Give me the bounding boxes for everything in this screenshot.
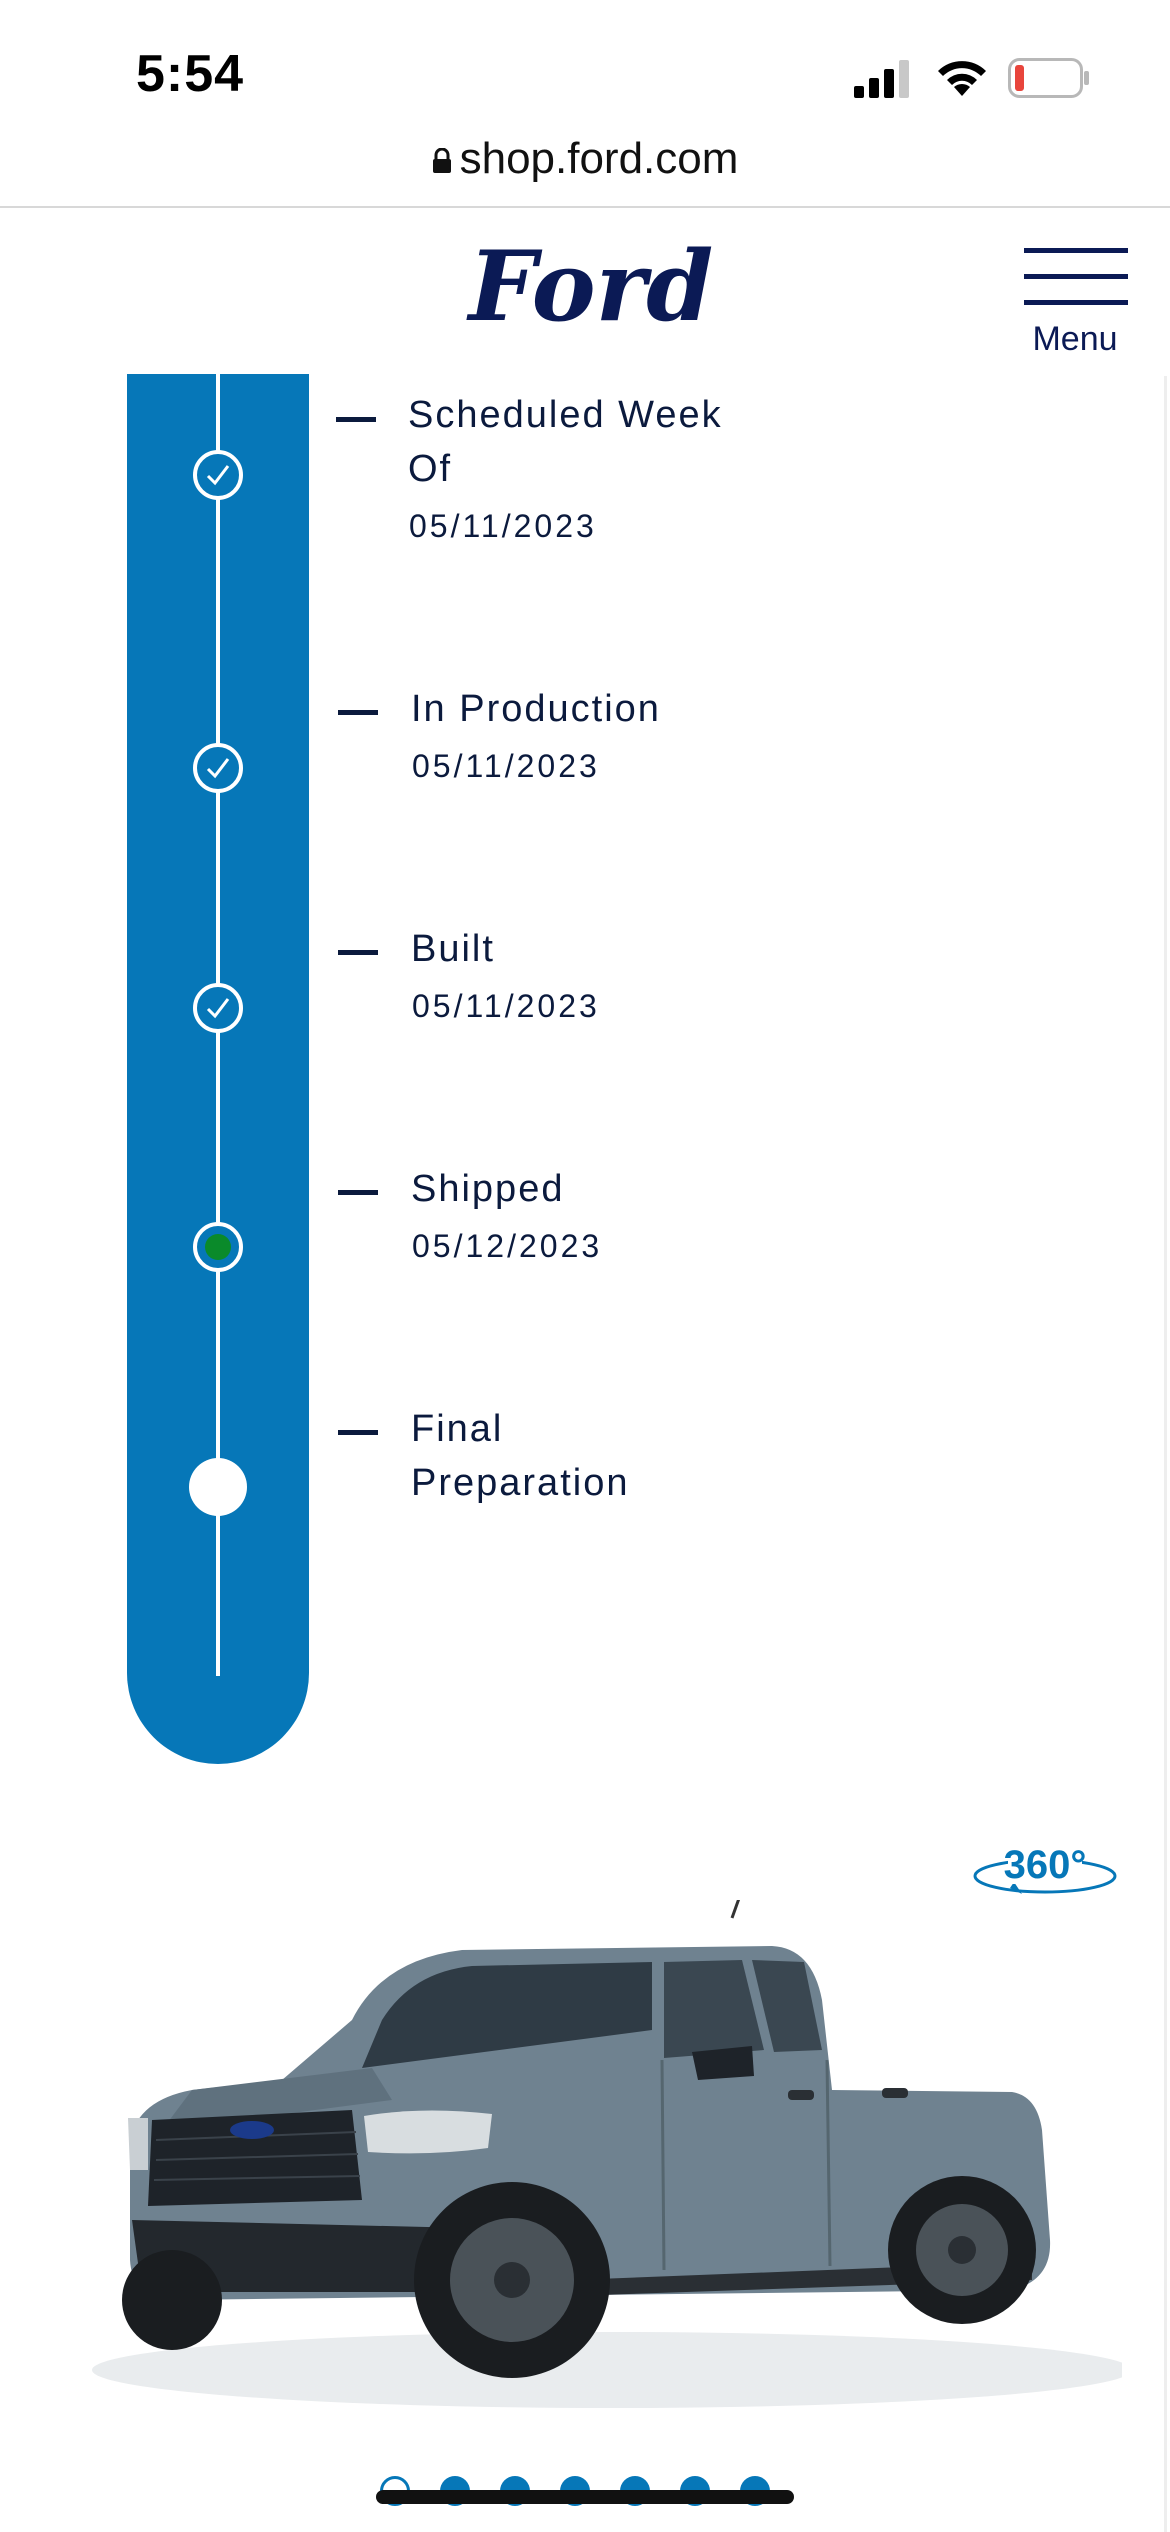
menu-icon-line xyxy=(1024,248,1128,253)
site-header: Ford Menu xyxy=(0,208,1170,376)
rotate-360-label: 360° xyxy=(1004,1843,1087,1887)
step-date: 05/11/2023 xyxy=(412,748,600,784)
page-edge xyxy=(1164,376,1167,2532)
step-dash xyxy=(338,1190,378,1195)
step-dash xyxy=(338,710,378,715)
step-label: Built xyxy=(411,928,495,970)
step-date: 05/11/2023 xyxy=(409,508,597,544)
step-complete-icon xyxy=(193,450,243,500)
menu-label: Menu xyxy=(1032,320,1118,358)
step-complete-icon xyxy=(193,983,243,1033)
cellular-signal-icon xyxy=(854,60,909,98)
url-text: shop.ford.com xyxy=(459,134,739,183)
step-date: 05/11/2023 xyxy=(412,988,600,1024)
step-pending-icon xyxy=(189,1458,247,1516)
status-time: 5:54 xyxy=(136,45,245,103)
wifi-icon xyxy=(938,61,986,96)
rotate-360-icon[interactable]: 360° xyxy=(970,1836,1120,1900)
current-status-dot xyxy=(205,1234,231,1260)
step-date: 05/12/2023 xyxy=(412,1228,603,1264)
ford-logo-text: Ford xyxy=(466,234,713,343)
step-dash xyxy=(338,950,378,955)
url-display[interactable]: shop.ford.com xyxy=(0,134,1170,184)
home-indicator[interactable] xyxy=(376,2490,794,2504)
menu-button[interactable]: Menu xyxy=(1020,238,1130,368)
step-label: Shipped xyxy=(411,1168,565,1210)
ford-logo[interactable]: Ford xyxy=(466,234,716,344)
address-bar[interactable]: shop.ford.com xyxy=(0,130,1170,206)
step-dash xyxy=(338,1430,378,1435)
vehicle-image[interactable] xyxy=(52,1900,1122,2430)
step-label: Final Preparation xyxy=(411,1408,630,1504)
step-complete-icon xyxy=(193,743,243,793)
step-label: Scheduled Week Of xyxy=(408,394,723,490)
step-label: In Production xyxy=(411,688,661,730)
url-bar-divider xyxy=(0,206,1170,208)
step-current-icon xyxy=(193,1222,243,1272)
menu-icon-line xyxy=(1024,274,1128,279)
status-bar: 5:54 xyxy=(0,0,1170,140)
step-dash xyxy=(336,417,376,422)
lock-icon xyxy=(432,148,451,174)
battery-low-icon xyxy=(1008,58,1089,98)
menu-icon-line xyxy=(1024,300,1128,305)
